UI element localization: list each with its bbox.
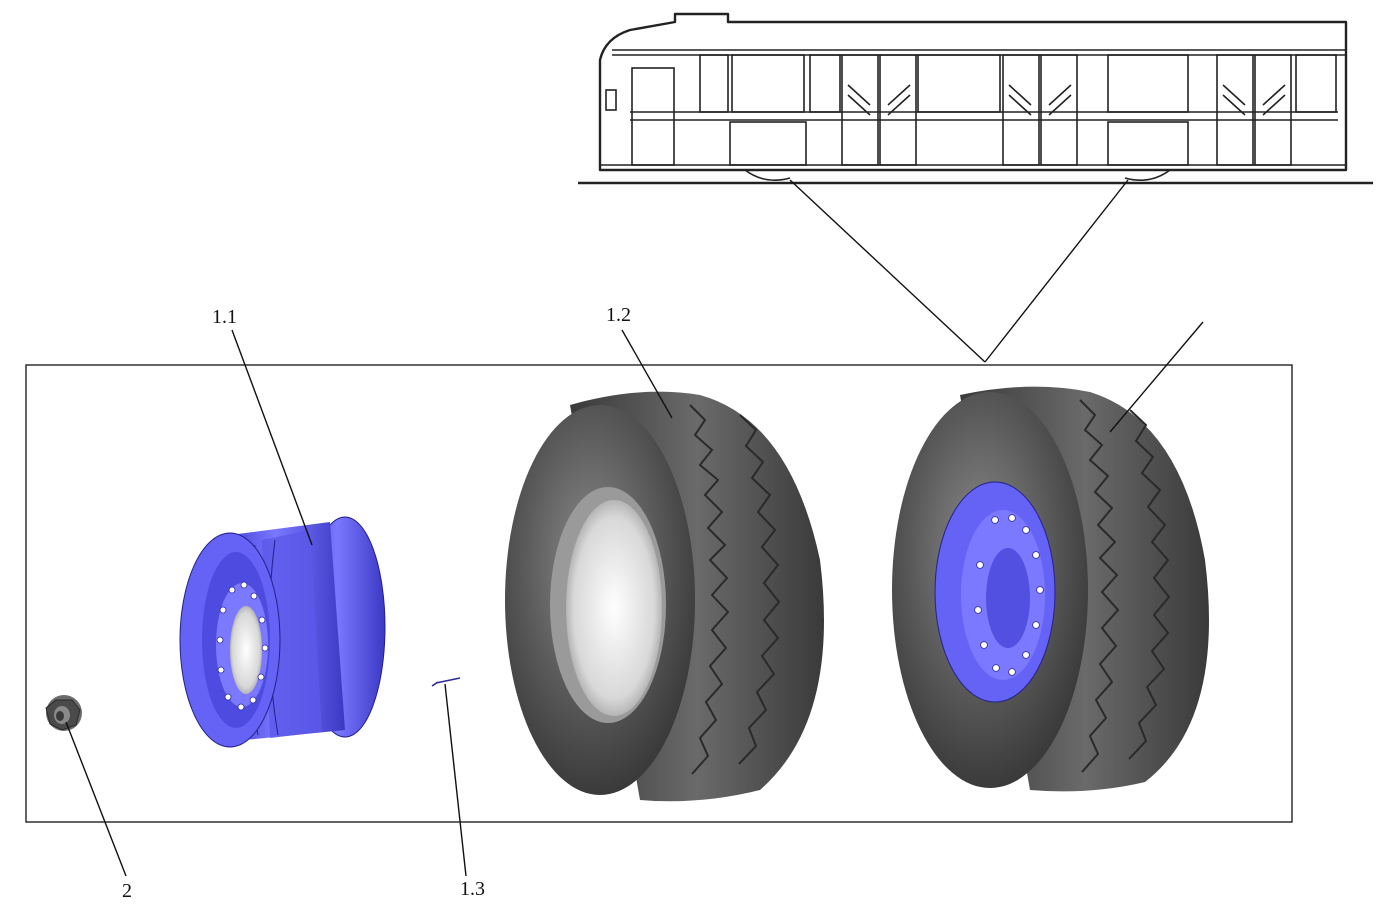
leader-assembly xyxy=(1109,321,1204,433)
wheel-rim-icon xyxy=(179,516,386,748)
callout-1-3: 1.3 xyxy=(460,878,485,900)
callout-1-1: 1.1 xyxy=(212,306,237,328)
detail-frame xyxy=(25,364,1293,823)
wheel-nut-icon xyxy=(45,695,82,731)
leader-1-1 xyxy=(231,329,313,546)
leader-2 xyxy=(65,721,127,877)
callout-2: 2 xyxy=(122,880,132,902)
leader-1-3 xyxy=(444,683,467,877)
leader-1-2 xyxy=(621,329,673,419)
front-axle-leader xyxy=(789,179,986,363)
tire-icon xyxy=(505,391,824,802)
callout-1-2: 1.2 xyxy=(606,304,631,326)
bus-side-view-icon xyxy=(578,12,1373,185)
wheel-assembly-icon xyxy=(892,386,1209,792)
tire-valve-icon xyxy=(431,677,461,687)
rear-axle-leader xyxy=(984,179,1129,363)
